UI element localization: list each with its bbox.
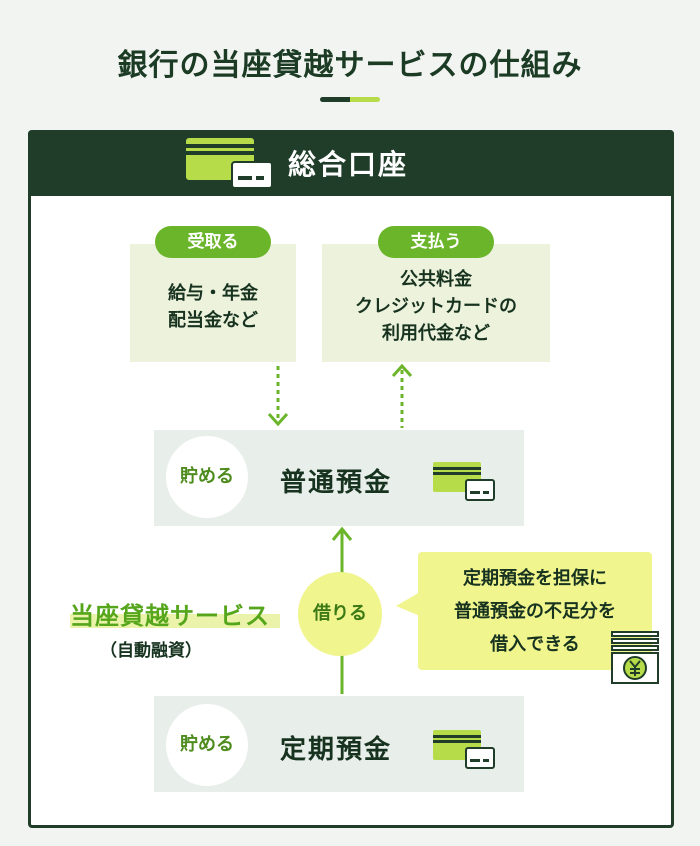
overdraft-highlight	[70, 614, 280, 628]
overdraft-sub: （自動融資）	[100, 641, 202, 661]
time-deposit-title: 定期預金	[280, 735, 393, 765]
receive-pill: 受取る	[155, 226, 271, 258]
account-header	[28, 130, 674, 196]
card-icon	[186, 138, 273, 189]
receive-text: 給与・年金 配当金など	[130, 280, 296, 334]
title-underline	[320, 97, 380, 102]
borrow-circle: 借りる	[298, 572, 382, 656]
speech-text: 定期預金を担保に 普通預金の不足分を 借入できる	[418, 562, 652, 661]
receive-box	[130, 244, 296, 362]
ordinary-deposit-title: 普通預金	[280, 468, 393, 498]
receive-line: 配当金など	[168, 310, 258, 331]
card-icon	[433, 462, 495, 501]
save-circle: 貯める	[166, 436, 248, 518]
pay-line: 利用代金など	[382, 323, 490, 344]
yen-cash-icon	[611, 631, 659, 684]
card-icon	[433, 730, 495, 769]
receive-line: 給与・年金	[168, 283, 258, 304]
bubble-line: 借入できる	[490, 634, 580, 655]
bubble-line: 定期預金を担保に	[463, 568, 607, 589]
pay-line: 公共料金	[400, 269, 472, 290]
pay-line: クレジットカードの	[355, 296, 517, 317]
account-title: 総合口座	[288, 148, 409, 181]
pay-box	[322, 244, 550, 362]
page-title: 銀行の当座貸越サービスの仕組み	[117, 48, 583, 83]
bubble-tail	[396, 592, 420, 616]
arrow-down-icon	[267, 366, 289, 427]
arrow-up-icon	[391, 363, 413, 428]
overdraft-label: 当座貸越サービス	[70, 602, 270, 630]
pay-pill: 支払う	[378, 226, 494, 258]
save-circle: 貯める	[166, 704, 248, 786]
bubble-line: 普通預金の不足分を	[454, 601, 616, 622]
pay-text: 公共料金 クレジットカードの 利用代金など	[322, 266, 550, 347]
